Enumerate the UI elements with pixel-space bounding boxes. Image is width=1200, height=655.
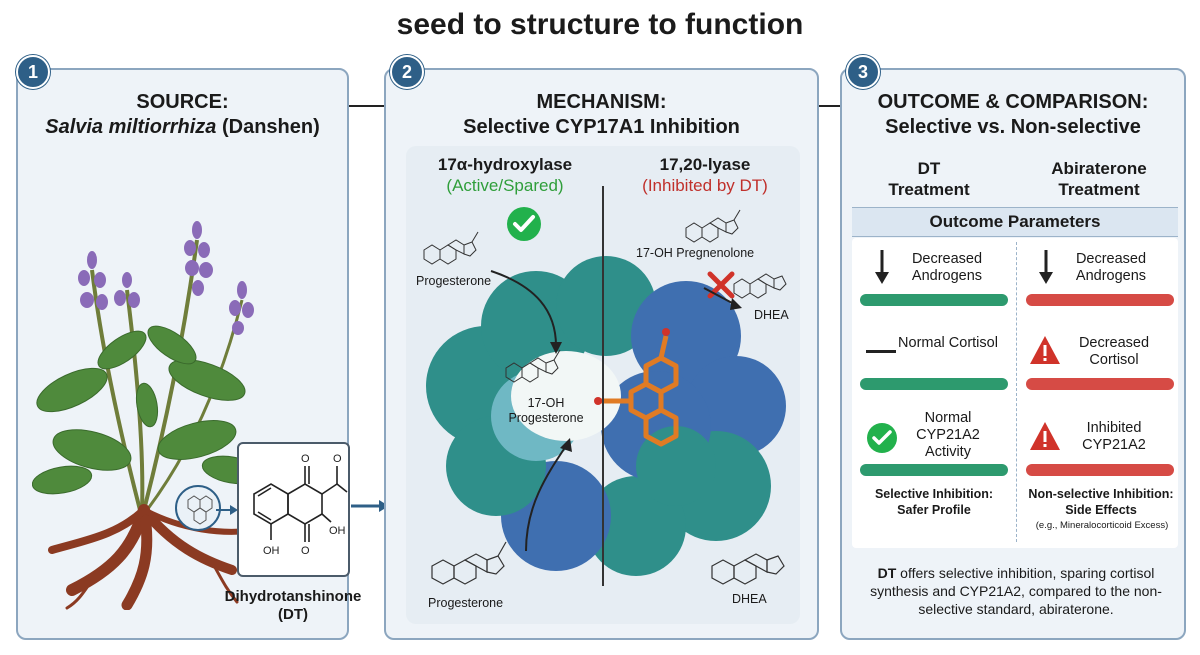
- svg-text:O: O: [301, 453, 310, 465]
- abiraterone-cortisol-bar: [1026, 378, 1174, 390]
- reaction-arrow: [525, 438, 572, 552]
- warning-icon: [1030, 336, 1060, 364]
- check-icon: [507, 207, 541, 241]
- mechanism-title-line1: MECHANISM:: [536, 91, 667, 113]
- lyase-status: (Inhibited by DT): [642, 176, 768, 195]
- abiraterone-column-line2: Treatment: [1058, 180, 1140, 199]
- outcome-title-line2: Selective vs. Non-selective: [885, 116, 1141, 138]
- steroid-structure-icon: [505, 349, 561, 383]
- abiraterone-cyp21a2-bar: [1026, 464, 1174, 476]
- hydroxylase-status: (Active/Spared): [446, 176, 564, 195]
- summary-rest: offers selective inhibition, sparing cor…: [870, 565, 1162, 617]
- source-title: SOURCE: Salvia miltiorrhiza (Danshen): [18, 90, 347, 140]
- source-title-line1: SOURCE:: [136, 91, 229, 113]
- steroid-structure-icon: [685, 209, 741, 243]
- dt-cortisol-bar: [860, 378, 1008, 390]
- dhea-label-bottom: DHEA: [732, 592, 767, 606]
- species-name: Salvia miltiorrhiza: [45, 116, 217, 138]
- outcome-title-line1: OUTCOME & COMPARISON:: [877, 91, 1149, 113]
- progesterone-label-top: Progesterone: [416, 274, 492, 288]
- dhea-label-mid: DHEA: [754, 308, 789, 322]
- dt-androgens-bar: [860, 294, 1008, 306]
- check-icon: [867, 423, 897, 453]
- hydroxylase-heading: 17α-hydroxylase (Active/Spared): [410, 154, 600, 196]
- compound-name: Dihydrotanshinone: [224, 588, 362, 605]
- summary-bold: DT: [877, 565, 897, 581]
- abiraterone-column-line1: Abiraterone: [1051, 159, 1147, 178]
- outcome-panel: OUTCOME & COMPARISON: Selective vs. Non-…: [840, 68, 1186, 640]
- hydroxyprogesterone-label: 17-OH Progesterone: [508, 396, 584, 425]
- abiraterone-footer-note: (e.g., Mineralocorticoid Excess): [1035, 520, 1169, 531]
- dt-column-line1: DT: [917, 159, 941, 178]
- dt-cyp21a2-text: Normal CYP21A2 Activity: [916, 410, 980, 460]
- steroid-structure-icon: [431, 541, 507, 585]
- dt-footer-line2: Safer Profile: [897, 503, 971, 517]
- reaction-arrow: [490, 270, 562, 354]
- dt-cyp21a2-bar: [860, 464, 1008, 476]
- outcome-title: OUTCOME & COMPARISON: Selective vs. Non-…: [842, 90, 1184, 140]
- svg-text:O: O: [333, 453, 342, 465]
- dt-column-header: DT Treatment: [854, 158, 1004, 200]
- abiraterone-footer: Non-selective Inhibition: Side Effects: [1020, 486, 1182, 518]
- compound-abbrev: (DT): [278, 606, 308, 623]
- steroid-structure-icon: [733, 273, 787, 299]
- mechanism-panel: MECHANISM: Selective CYP17A1 Inhibition: [384, 68, 819, 640]
- dt-footer-line1: Selective Inhibition:: [874, 487, 994, 501]
- warning-icon: [1030, 422, 1060, 450]
- svg-text:O: O: [301, 545, 310, 557]
- molecule-magnifier-icon: [175, 485, 221, 531]
- pregnenolone-label: 17-OH Pregnenolone: [636, 246, 755, 260]
- protein-surface-icon: [426, 256, 786, 576]
- step-2-badge: 2: [390, 55, 424, 89]
- oh-label-1: OH: [263, 545, 280, 557]
- abiraterone-cyp21a2-text: Inhibited CYP21A2: [1082, 420, 1146, 453]
- mechanism-title: MECHANISM: Selective CYP17A1 Inhibition: [386, 90, 817, 140]
- source-panel: SOURCE: Salvia miltiorrhiza (Danshen): [16, 68, 361, 640]
- abiraterone-footer-line1: Non-selective Inhibition:: [1028, 487, 1174, 501]
- down-arrow-icon: [875, 250, 889, 284]
- abiraterone-footer-line2: Side Effects: [1065, 503, 1137, 517]
- arrow-root-to-compound: [216, 505, 238, 515]
- common-name: (Danshen): [221, 116, 320, 138]
- column-divider: [1016, 242, 1017, 542]
- abiraterone-column-header: Abiraterone Treatment: [1024, 158, 1174, 200]
- mechanism-title-line2: Selective CYP17A1 Inhibition: [463, 116, 740, 138]
- progesterone-label-bottom: Progesterone: [428, 596, 504, 610]
- dt-structure-box: O O O OH OH: [237, 442, 350, 577]
- step-1-badge: 1: [16, 55, 50, 89]
- mechanism-diagram: 17α-hydroxylase (Active/Spared) 17,20-ly…: [406, 146, 800, 624]
- outcome-card: [852, 238, 1178, 548]
- salvia-plant-icon: [32, 221, 263, 610]
- dihydrotanshinone-structure-icon: O O O OH OH: [253, 453, 348, 557]
- oh-label-2: OH: [329, 525, 346, 537]
- outcome-parameters-header: Outcome Parameters: [852, 207, 1178, 237]
- mechanism-divider: [602, 186, 604, 586]
- reaction-arrow: [703, 287, 742, 310]
- compound-label: Dihydrotanshinone (DT): [223, 588, 363, 624]
- abiraterone-androgens-text: Decreased Androgens: [1075, 251, 1147, 284]
- dt-cortisol-text: Normal Cortisol: [898, 335, 998, 351]
- summary-text: DT offers selective inhibition, sparing …: [858, 564, 1174, 618]
- dt-footer: Selective Inhibition: Safer Profile: [856, 486, 1012, 518]
- dt-column-line2: Treatment: [888, 180, 970, 199]
- lyase-label: 17,20-lyase: [659, 155, 751, 174]
- page-title: seed to structure to function: [396, 8, 804, 41]
- steroid-structure-icon: [423, 231, 479, 265]
- down-arrow-icon: [1039, 250, 1053, 284]
- dt-androgens-text: Decreased Androgens: [911, 251, 983, 284]
- abiraterone-androgens-bar: [1026, 294, 1174, 306]
- lyase-heading: 17,20-lyase (Inhibited by DT): [610, 154, 800, 196]
- abiraterone-cortisol-text: Decreased Cortisol: [1078, 335, 1150, 368]
- hydroxylase-label: 17α-hydroxylase: [437, 155, 573, 174]
- steroid-structure-icon: [711, 553, 785, 585]
- step-3-badge: 3: [846, 55, 880, 89]
- dash-icon: [866, 350, 896, 353]
